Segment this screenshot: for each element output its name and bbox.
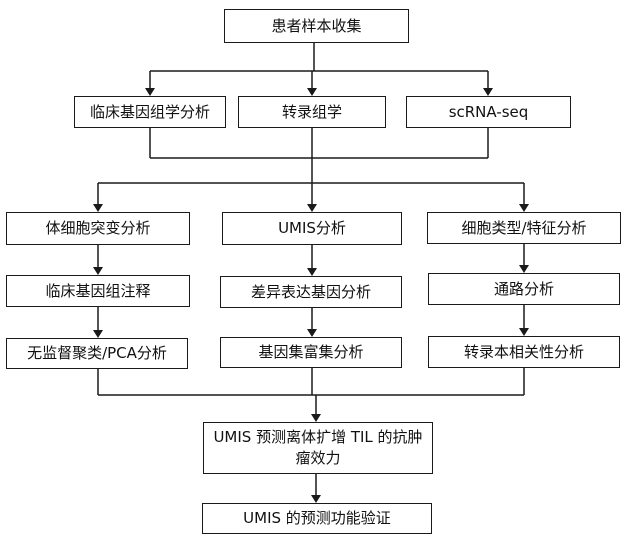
node-label: 通路分析 [493,279,554,298]
arrow-head [483,88,493,96]
arrow-head [307,329,317,337]
node-label: UMIS 的预测功能验证 [243,509,391,527]
node-label: 细胞类型/特征分析 [461,218,587,237]
arrow-head [519,328,529,336]
arrow-head [519,204,529,212]
node-label: 临床基因组注释 [45,281,151,300]
node-label-line2: 瘤效力 [295,449,341,467]
node-label-line1: UMIS 预测离体扩增 TIL 的抗肿 [213,428,423,446]
node-label: UMIS分析 [278,219,346,237]
node-sample-collection: 患者样本收集 [224,9,409,43]
arrow-head [93,267,103,275]
node-differential-expression: 差异表达基因分析 [220,276,402,308]
arrow-head [307,204,317,212]
node-validation: UMIS 的预测功能验证 [202,503,432,534]
node-clinical-genomics: 临床基因组学分析 [74,96,226,128]
node-label: 患者样本收集 [271,16,362,35]
node-transcriptomics: 转录组学 [238,96,386,128]
node-label: scRNA-seq [448,102,529,121]
node-pathway: 通路分析 [428,273,620,305]
arrow-head [307,88,317,96]
arrow-head [307,268,317,276]
node-scrna-seq: scRNA-seq [406,96,571,128]
node-cell-type: 细胞类型/特征分析 [427,212,621,244]
node-label: 无监督聚类/PCA分析 [27,344,167,362]
arrow-head [145,88,155,96]
node-clinical-annotation: 临床基因组注释 [6,275,190,307]
arrow-head [311,495,321,503]
arrow-head [93,204,103,212]
node-label: 临床基因组学分析 [89,102,210,121]
node-label: 体细胞突变分析 [45,219,151,237]
node-gene-set-enrichment: 基因集富集分析 [220,337,402,368]
node-label: 转录组学 [281,102,342,121]
node-unsupervised-clustering: 无监督聚类/PCA分析 [6,338,188,369]
node-label: 转录本相关性分析 [463,342,584,361]
node-somatic-mutation: 体细胞突变分析 [6,212,190,245]
node-transcript-correlation: 转录本相关性分析 [428,336,620,368]
arrow-head [519,265,529,273]
arrow-head [311,414,321,422]
node-umis-analysis: UMIS分析 [222,212,402,245]
arrow-head [93,330,103,338]
node-umis-prediction: UMIS 预测离体扩增 TIL 的抗肿 瘤效力 [203,422,433,474]
node-label: 基因集富集分析 [258,343,364,361]
node-label: 差异表达基因分析 [250,282,371,301]
